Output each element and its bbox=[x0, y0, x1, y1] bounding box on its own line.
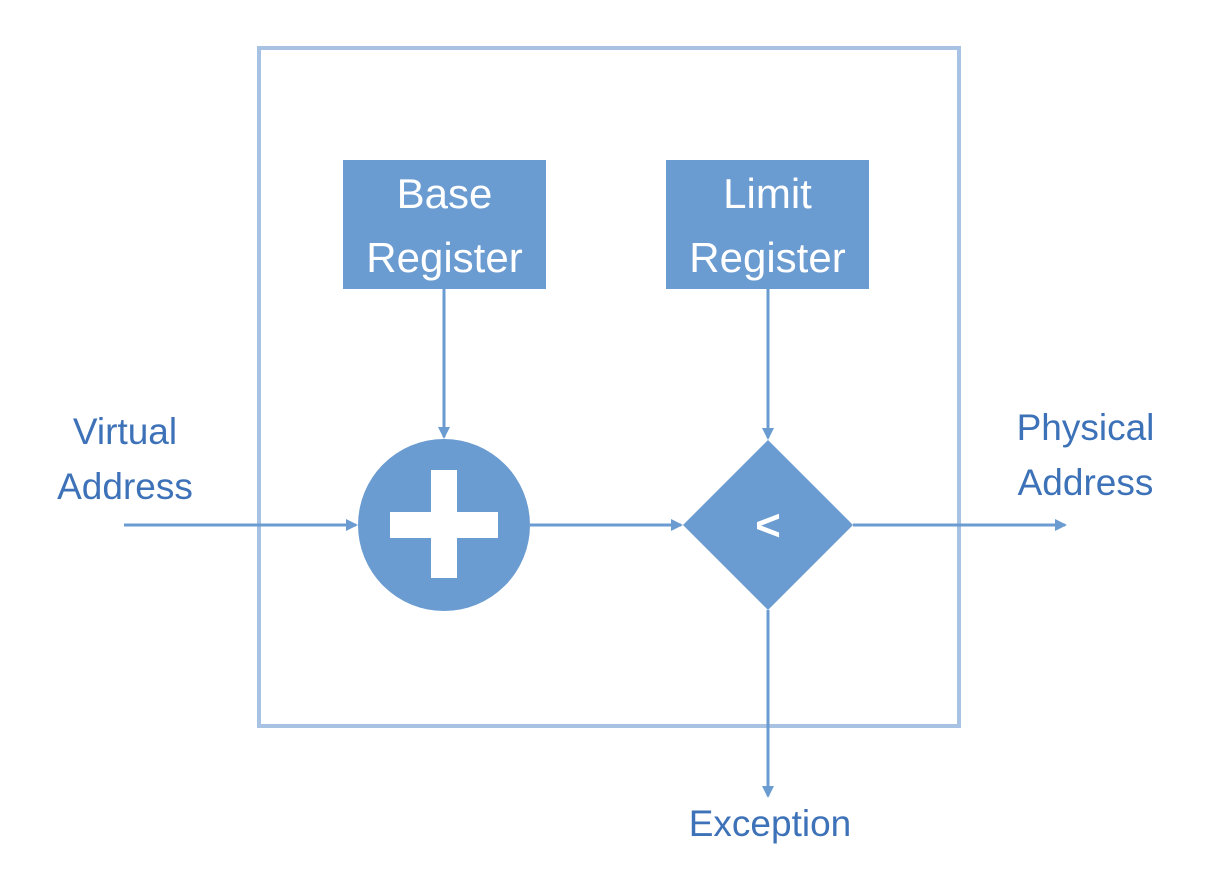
hardware-frame bbox=[257, 46, 961, 728]
limit-register-line1: Limit bbox=[723, 170, 812, 217]
virtual-address-line1: Virtual bbox=[72, 411, 178, 452]
limit-register-line2: Register bbox=[689, 234, 846, 281]
physical-address-label: Physical Address bbox=[988, 400, 1183, 510]
base-register-line2: Register bbox=[366, 234, 523, 281]
virtual-address-label: Virtual Address bbox=[30, 404, 220, 514]
limit-register-label: Limit Register bbox=[666, 162, 869, 290]
comparator-diamond bbox=[683, 440, 853, 610]
base-register-box bbox=[343, 160, 546, 289]
exception-label: Exception bbox=[688, 803, 852, 844]
base-register-line1: Base bbox=[396, 170, 493, 217]
comparator-symbol: < bbox=[755, 501, 781, 550]
base-register-label: Base Register bbox=[343, 162, 546, 290]
physical-address-line2: Address bbox=[1017, 462, 1154, 503]
virtual-address-line2: Address bbox=[57, 466, 193, 507]
physical-address-line1: Physical bbox=[1016, 407, 1155, 448]
plus-icon bbox=[390, 470, 498, 578]
limit-register-box bbox=[666, 160, 869, 289]
